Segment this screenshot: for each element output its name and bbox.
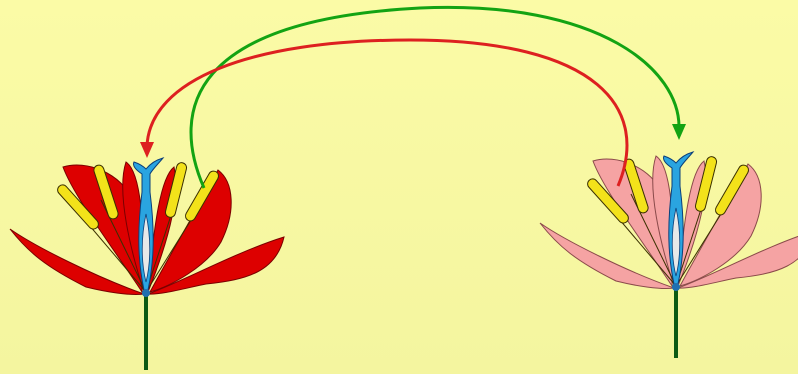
arrowhead: [672, 124, 686, 140]
flower-left: [10, 158, 284, 370]
flower-right: [540, 152, 798, 358]
arrowhead: [140, 142, 154, 158]
red-arrow: [140, 40, 627, 186]
